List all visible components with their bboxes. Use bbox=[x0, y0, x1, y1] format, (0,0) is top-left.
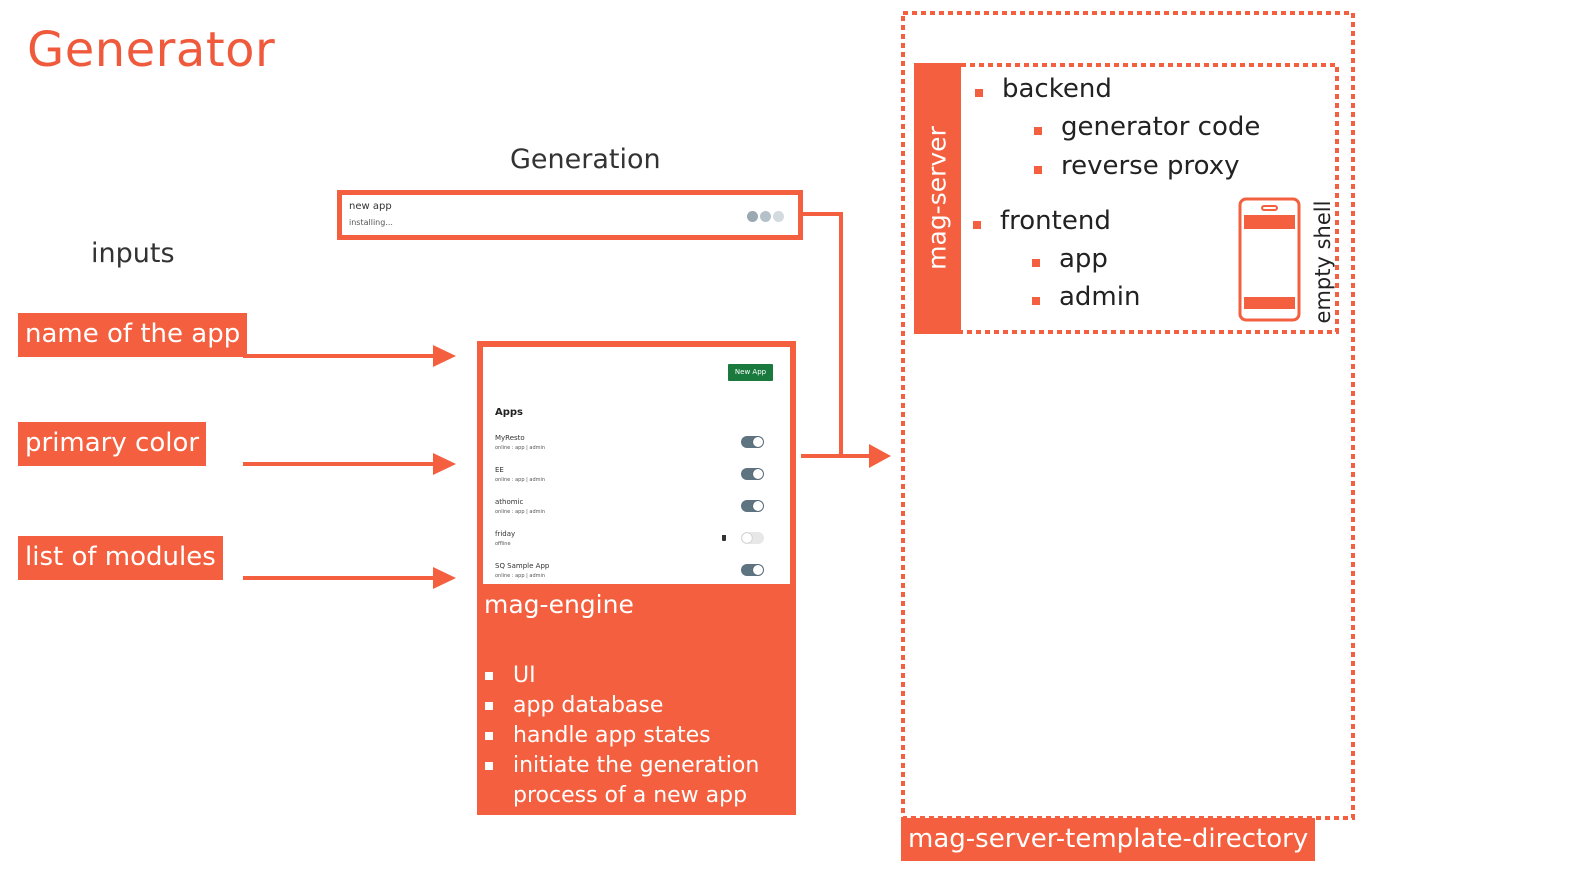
phone-icon bbox=[1238, 197, 1301, 322]
mag-engine-box: New App Apps MyResto online : app | admi… bbox=[477, 341, 796, 815]
app-row: SQ Sample App online : app | admin bbox=[495, 562, 765, 590]
arrow-app-name-head bbox=[433, 345, 456, 367]
arrow-to-server-head bbox=[869, 444, 891, 468]
frontend-label: frontend bbox=[1000, 206, 1111, 236]
bullet-icon bbox=[1034, 127, 1042, 135]
feature-item: app database bbox=[484, 691, 759, 721]
mag-server-label-bar bbox=[914, 63, 961, 334]
app-name: MyResto bbox=[495, 434, 525, 442]
feature-item-continued: process of a new app bbox=[513, 783, 748, 808]
feature-item: UI bbox=[484, 661, 759, 691]
template-directory-label: mag-server-template-directory bbox=[901, 818, 1316, 861]
bullet-icon bbox=[485, 702, 493, 710]
backend-item: generator code bbox=[1061, 112, 1261, 142]
loading-dot-3 bbox=[773, 211, 784, 222]
frontend-item: admin bbox=[1059, 282, 1141, 312]
loading-dot-2 bbox=[760, 211, 771, 222]
app-status: online : app | admin bbox=[495, 509, 546, 515]
bullet-icon bbox=[975, 89, 983, 97]
app-row: friday offline bbox=[495, 530, 765, 558]
app-toggle[interactable] bbox=[741, 500, 764, 512]
app-toggle[interactable] bbox=[741, 564, 764, 576]
app-name: EE bbox=[495, 466, 504, 474]
app-status: online : app | admin bbox=[495, 477, 546, 483]
generation-connector bbox=[803, 212, 843, 456]
app-status: online : app | admin bbox=[495, 445, 546, 451]
diagram-title: Generator bbox=[27, 22, 276, 78]
loading-dot-1 bbox=[747, 211, 758, 222]
empty-shell-label: empty shell bbox=[1311, 200, 1335, 324]
generation-card: new app installing... bbox=[337, 190, 803, 240]
bullet-icon bbox=[1032, 297, 1040, 305]
backend-item: reverse proxy bbox=[1061, 151, 1240, 181]
mag-engine-label: mag-engine bbox=[484, 590, 634, 619]
app-toggle[interactable] bbox=[741, 532, 764, 544]
app-name: SQ Sample App bbox=[495, 562, 550, 570]
input-app-name: name of the app bbox=[18, 313, 248, 357]
bullet-icon bbox=[485, 672, 493, 680]
app-status: online : app | admin bbox=[495, 573, 546, 579]
app-row: EE online : app | admin bbox=[495, 466, 765, 494]
generation-status: installing... bbox=[349, 218, 393, 227]
inputs-heading: inputs bbox=[91, 238, 175, 269]
app-status: offline bbox=[495, 541, 511, 547]
new-app-button[interactable]: New App bbox=[728, 364, 773, 381]
bullet-icon bbox=[485, 762, 493, 770]
feature-item: initiate the generation bbox=[484, 751, 759, 781]
engine-ui-screenshot: New App Apps MyResto online : app | admi… bbox=[483, 347, 790, 584]
bullet-icon bbox=[973, 221, 981, 229]
app-row: MyResto online : app | admin bbox=[495, 434, 765, 462]
feature-item: handle app states bbox=[484, 721, 759, 751]
backend-label: backend bbox=[1002, 74, 1112, 104]
app-name: friday bbox=[495, 530, 516, 538]
input-primary-color: primary color bbox=[18, 422, 207, 466]
generation-app-name: new app bbox=[349, 201, 392, 212]
bullet-icon bbox=[485, 732, 493, 740]
trash-icon[interactable] bbox=[722, 535, 726, 541]
app-row: athomic online : app | admin bbox=[495, 498, 765, 526]
app-toggle[interactable] bbox=[741, 468, 764, 480]
input-module-list: list of modules bbox=[18, 536, 223, 580]
arrow-primary-color-head bbox=[433, 453, 456, 475]
bullet-icon bbox=[1032, 259, 1040, 267]
frontend-item: app bbox=[1059, 244, 1108, 274]
app-toggle[interactable] bbox=[741, 436, 764, 448]
engine-feature-list: UI app database handle app states initia… bbox=[484, 661, 759, 811]
apps-heading: Apps bbox=[495, 407, 524, 418]
bullet-icon bbox=[1034, 166, 1042, 174]
generation-heading: Generation bbox=[510, 144, 661, 175]
app-name: athomic bbox=[495, 498, 524, 506]
mag-server-label: mag-server bbox=[922, 126, 952, 270]
arrow-modules-head bbox=[433, 567, 456, 589]
